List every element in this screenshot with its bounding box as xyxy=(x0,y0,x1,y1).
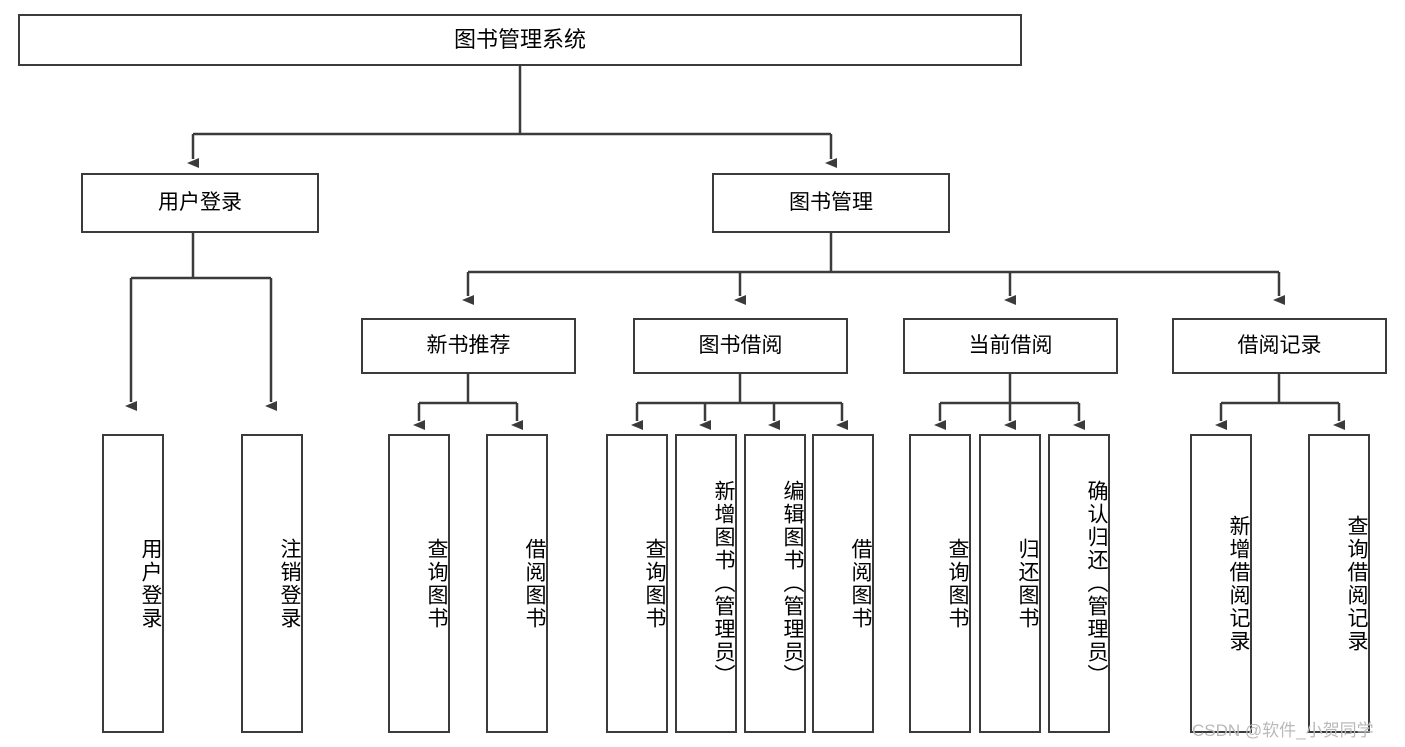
node-label: 当前借阅 xyxy=(968,334,1053,358)
node-label: 查询图书 xyxy=(643,537,666,630)
node-book-management[interactable]: 图书管理 xyxy=(712,173,950,233)
node-label: 确认归还（管理员） xyxy=(1085,480,1108,687)
node-label: 查询借阅记录 xyxy=(1345,514,1368,653)
node-borrow-records[interactable]: 借阅记录 xyxy=(1172,318,1387,374)
node-new-book-recommend[interactable]: 新书推荐 xyxy=(361,318,576,374)
node-current-borrow[interactable]: 当前借阅 xyxy=(903,318,1118,374)
leaf-user-login[interactable]: 用户登录 xyxy=(102,434,164,733)
leaf-query-book[interactable]: 查询图书 xyxy=(606,434,668,733)
leaf-query-book-recommend[interactable]: 查询图书 xyxy=(388,434,450,733)
leaf-return-book[interactable]: 归还图书 xyxy=(979,434,1041,733)
leaf-query-borrow-record[interactable]: 查询借阅记录 xyxy=(1308,434,1370,733)
node-label: 查询图书 xyxy=(946,537,969,630)
node-label: 借阅记录 xyxy=(1237,334,1322,358)
node-label: 新增图书（管理员） xyxy=(712,480,735,687)
leaf-borrow-book[interactable]: 借阅图书 xyxy=(812,434,874,733)
leaf-add-book-admin[interactable]: 新增图书（管理员） xyxy=(675,434,737,733)
node-user-login[interactable]: 用户登录 xyxy=(81,173,319,233)
leaf-confirm-return-admin[interactable]: 确认归还（管理员） xyxy=(1048,434,1110,733)
leaf-edit-book-admin[interactable]: 编辑图书（管理员） xyxy=(744,434,806,733)
node-book-borrow[interactable]: 图书借阅 xyxy=(633,318,848,374)
leaf-borrow-book-recommend[interactable]: 借阅图书 xyxy=(486,434,548,733)
node-label: 编辑图书（管理员） xyxy=(781,480,804,687)
node-label: 新书推荐 xyxy=(426,334,511,358)
leaf-query-book-current[interactable]: 查询图书 xyxy=(909,434,971,733)
node-label: 用户登录 xyxy=(158,191,242,215)
leaf-add-borrow-record[interactable]: 新增借阅记录 xyxy=(1190,434,1252,733)
leaf-logout[interactable]: 注销登录 xyxy=(241,434,303,733)
node-label: 借阅图书 xyxy=(849,537,872,630)
node-label: 用户登录 xyxy=(139,537,162,630)
node-label: 借阅图书 xyxy=(523,537,546,630)
node-label: 新增借阅记录 xyxy=(1227,514,1250,653)
node-label: 图书借阅 xyxy=(698,334,783,358)
node-root-book-management-system[interactable]: 图书管理系统 xyxy=(18,14,1022,66)
node-label: 图书管理系统 xyxy=(453,26,586,52)
node-label: 归还图书 xyxy=(1016,537,1039,630)
node-label: 查询图书 xyxy=(425,537,448,630)
node-label: 图书管理 xyxy=(789,191,873,215)
watermark-csdn: CSDN @软件_小贺同学 xyxy=(1192,721,1374,740)
node-label: 注销登录 xyxy=(278,537,301,630)
